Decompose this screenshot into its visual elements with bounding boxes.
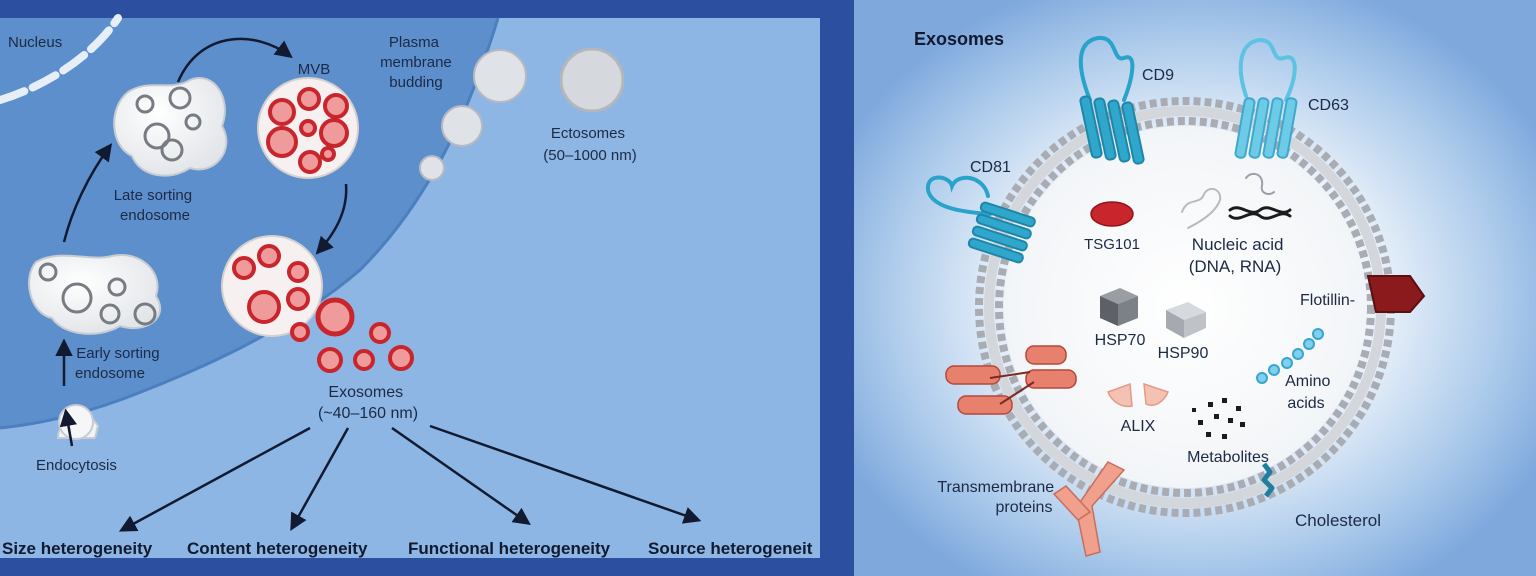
plasma-membrane-label: Plasma membrane budding — [380, 34, 456, 91]
tsg101-protein — [1090, 201, 1134, 227]
hsp70-protein — [1100, 288, 1138, 326]
nucleic-acid-label: Nucleic acid (DNA, RNA) — [1189, 235, 1288, 276]
cd9-label: CD9 — [1142, 67, 1174, 84]
transmembrane-rods — [945, 345, 1077, 415]
alix-label: ALIX — [1121, 418, 1156, 435]
amino-acid-chain — [1256, 328, 1324, 384]
metabolite-dots — [1192, 398, 1245, 439]
cholesterol-label: Cholesterol — [1295, 511, 1381, 530]
pathway-arrows — [55, 37, 702, 532]
transmembrane-label: Transmembrane proteins — [937, 479, 1058, 516]
flotillin-protein — [1366, 275, 1426, 313]
endocytosis-label: Endocytosis — [36, 457, 117, 474]
functional-heterogeneity-label: Functional heterogeneity — [408, 539, 611, 558]
cd63-label: CD63 — [1308, 97, 1349, 114]
cd81-tetraspanin — [925, 175, 1036, 264]
mvb-label: MVB — [298, 61, 331, 78]
tsg101-label: TSG101 — [1084, 236, 1140, 253]
cd63-tetraspanin — [1234, 37, 1298, 159]
metabolites-label: Metabolites — [1187, 449, 1269, 466]
released-exosomes — [315, 297, 414, 373]
cd9-tetraspanin — [1078, 35, 1145, 165]
panel-divider — [820, 0, 854, 576]
transmembrane-y-protein — [1052, 461, 1126, 557]
hsp90-label: HSP90 — [1158, 345, 1209, 362]
flotillin-label: Flotillin- — [1300, 292, 1355, 309]
amino-acids-label: Amino acids — [1285, 373, 1335, 412]
content-heterogeneity-label: Content heterogeneity — [187, 539, 368, 558]
late-endosome-label: Late sorting endosome — [114, 187, 197, 224]
budding-vesicle — [473, 49, 527, 103]
early-endosome-label: Early sorting endosome — [75, 345, 164, 382]
ectosome — [559, 47, 625, 113]
nucleus-label: Nucleus — [8, 34, 62, 51]
budding-vesicle — [419, 155, 445, 181]
size-heterogeneity-label: Size heterogeneity — [2, 539, 153, 558]
exosomes-title: Exosomes — [914, 29, 1004, 49]
budding-vesicle — [441, 105, 483, 147]
right-panel: Exosomes CD9 CD63 — [854, 0, 1536, 576]
early-sorting-endosome — [28, 254, 162, 335]
hsp70-label: HSP70 — [1095, 332, 1146, 349]
ectosomes-label: Ectosomes (50–1000 nm) — [543, 125, 636, 164]
cd81-label: CD81 — [970, 159, 1011, 176]
cholesterol-molecule — [1261, 462, 1275, 498]
exosomes-size-label: Exosomes (~40–160 nm) — [318, 384, 418, 422]
source-heterogeneity-label: Source heterogeneit — [648, 539, 813, 558]
hsp90-protein — [1166, 302, 1206, 338]
alix-protein — [1107, 382, 1169, 408]
nuclear-envelope — [0, 14, 122, 104]
nucleic-acid-strands — [1181, 172, 1292, 229]
late-sorting-endosome — [113, 77, 228, 177]
